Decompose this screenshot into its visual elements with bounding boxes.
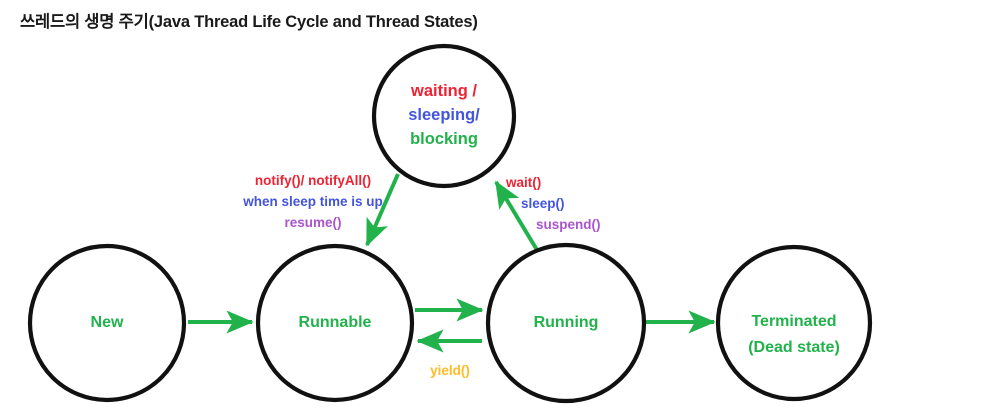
node-terminated[interactable]: Terminated (Dead state) bbox=[715, 244, 873, 402]
edge-waiting-to-runnable bbox=[365, 173, 400, 247]
edges bbox=[188, 173, 716, 353]
waiting-label-line-2: sleeping/ bbox=[408, 106, 480, 124]
waiting-label-line-1: waiting / bbox=[410, 82, 477, 100]
terminated-label-line-1: Terminated bbox=[751, 313, 836, 330]
sleep-time-up-label: when sleep time is up bbox=[242, 194, 383, 209]
running-circle bbox=[485, 242, 647, 404]
terminated-label-line-2: (Dead state) bbox=[748, 339, 840, 356]
edge-label-running-to-waiting: wait() sleep() suspend() bbox=[505, 175, 601, 232]
node-new[interactable]: New bbox=[27, 243, 187, 403]
resume-label: resume() bbox=[284, 215, 341, 230]
waiting-circle bbox=[371, 43, 517, 189]
suspend-label: suspend() bbox=[536, 217, 601, 232]
edge-label-yield: yield() bbox=[430, 363, 470, 378]
notify-label: notify()/ notifyAll() bbox=[255, 173, 371, 188]
new-circle bbox=[27, 243, 187, 403]
edge-running-to-waiting bbox=[494, 180, 539, 252]
page-title: 쓰레드의 생명 주기(Java Thread Life Cycle and Th… bbox=[20, 13, 478, 31]
edge-label-waiting-to-runnable: notify()/ notifyAll() when sleep time is… bbox=[242, 173, 383, 230]
wait-label: wait() bbox=[505, 175, 541, 190]
runnable-circle bbox=[255, 243, 415, 403]
running-label: Running bbox=[534, 314, 599, 331]
waiting-label-line-3: blocking bbox=[410, 130, 478, 148]
node-running[interactable]: Running bbox=[485, 242, 647, 404]
runnable-label: Runnable bbox=[299, 314, 372, 331]
yield-label: yield() bbox=[430, 363, 470, 378]
node-runnable[interactable]: Runnable bbox=[255, 243, 415, 403]
new-label: New bbox=[91, 314, 124, 331]
terminated-circle bbox=[715, 244, 873, 402]
sleep-label: sleep() bbox=[521, 196, 565, 211]
node-waiting[interactable]: waiting / sleeping/ blocking bbox=[371, 43, 517, 189]
